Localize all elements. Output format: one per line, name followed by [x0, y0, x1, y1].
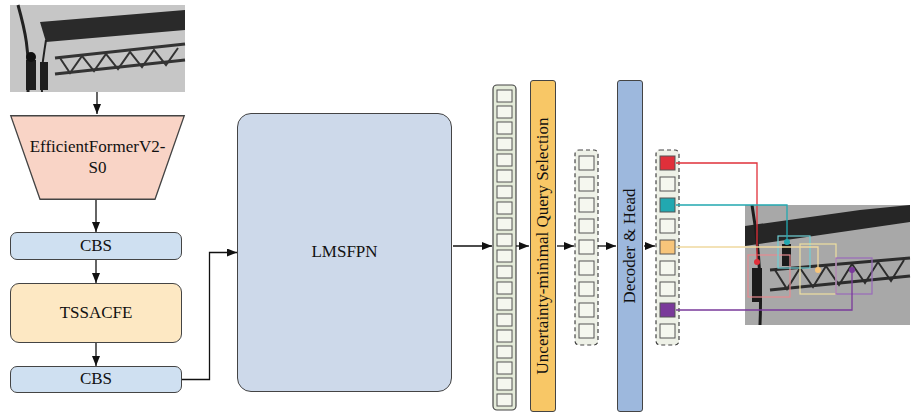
token-square: [497, 154, 512, 166]
output-square: [660, 177, 675, 191]
output-column-frame: [656, 150, 679, 345]
token-square: [497, 90, 512, 102]
token-square: [497, 138, 512, 150]
query-selection-bar: Uncertainty-minimal Query Selection: [530, 80, 556, 412]
token-square: [497, 234, 512, 246]
node-label: LMSFPN: [311, 242, 377, 262]
token-square: [497, 362, 512, 374]
node-label: Decoder & Head: [620, 188, 640, 303]
token-column-frame: [493, 85, 516, 410]
photo-sky: [10, 5, 185, 92]
node-label: CBS: [80, 236, 112, 256]
detection-box: [748, 255, 790, 297]
flow-connector: [95, 200, 96, 232]
output-square: [660, 198, 675, 212]
token-square: [497, 106, 512, 118]
output-square: [660, 282, 675, 296]
token-square: [497, 330, 512, 342]
query-square: [579, 282, 594, 296]
node-label: CBS: [80, 369, 112, 389]
token-square: [497, 170, 512, 182]
photo-beam: [40, 10, 185, 42]
trapezoid-shape: [11, 116, 185, 200]
fpn-block: LMSFPN: [237, 113, 452, 392]
token-square: [497, 202, 512, 214]
photo-sky: [745, 205, 910, 325]
match-line: [676, 270, 852, 310]
output-photo: [745, 205, 910, 325]
token-square: [497, 186, 512, 198]
detection-box: [778, 236, 810, 268]
flow-connector: [95, 343, 96, 366]
token-square: [497, 346, 512, 358]
flow-connector: [95, 260, 96, 283]
token-column: [493, 85, 516, 410]
query-square: [579, 219, 594, 233]
photo-truss: [775, 260, 904, 289]
tssacfe-block: TSSACFE: [10, 283, 182, 343]
output-square: [660, 303, 675, 317]
flow-arrow: [644, 245, 655, 246]
token-square: [497, 282, 512, 294]
output-square: [660, 240, 675, 254]
match-dot: [849, 267, 855, 273]
output-square: [660, 324, 675, 338]
query-square: [579, 198, 594, 212]
photo-truss: [55, 44, 185, 58]
node-label: Uncertainty-minimal Query Selection: [533, 118, 553, 375]
output-column: [656, 150, 679, 345]
query-square: [579, 303, 594, 317]
flow-connector: [182, 253, 237, 380]
photo-cable: [752, 205, 761, 325]
query-square: [579, 261, 594, 275]
flow-arrow: [557, 245, 574, 246]
match-line: [676, 247, 818, 270]
photo-truss: [60, 48, 178, 73]
flow-arrow: [598, 245, 616, 246]
photo-beam: [745, 205, 910, 246]
flow-arrow: [516, 245, 529, 246]
token-square: [497, 378, 512, 390]
match-dot: [784, 239, 790, 245]
match-line: [676, 205, 787, 242]
token-square: [497, 266, 512, 278]
input-photo: [10, 5, 185, 92]
cbs-block: CBS: [10, 232, 182, 260]
node-label: EfficientFormerV2- S0: [23, 137, 173, 178]
detection-box: [836, 258, 872, 294]
photo-insulator: [40, 62, 48, 90]
match-dot: [815, 267, 821, 273]
flow-arrow: [453, 245, 492, 246]
flow-arrow: [96, 92, 97, 114]
token-square: [497, 314, 512, 326]
decoder-head-bar: Decoder & Head: [617, 80, 643, 412]
photo-fitting: [26, 52, 36, 62]
query-square: [579, 156, 594, 170]
token-square: [497, 250, 512, 262]
query-column: [575, 150, 598, 345]
node-label: TSSACFE: [60, 303, 133, 323]
token-square: [497, 394, 512, 406]
output-square: [660, 219, 675, 233]
token-square: [497, 122, 512, 134]
match-dot: [754, 259, 760, 265]
query-square: [579, 177, 594, 191]
query-square: [579, 324, 594, 338]
output-square: [660, 156, 675, 170]
query-square: [579, 240, 594, 254]
token-square: [497, 218, 512, 230]
token-square: [497, 298, 512, 310]
cbs-block: CBS: [10, 366, 182, 393]
backbone-trapezoid: EfficientFormerV2- S0: [10, 115, 185, 200]
photo-insulator: [26, 60, 36, 90]
query-column-frame: [575, 150, 598, 345]
output-square: [660, 261, 675, 275]
